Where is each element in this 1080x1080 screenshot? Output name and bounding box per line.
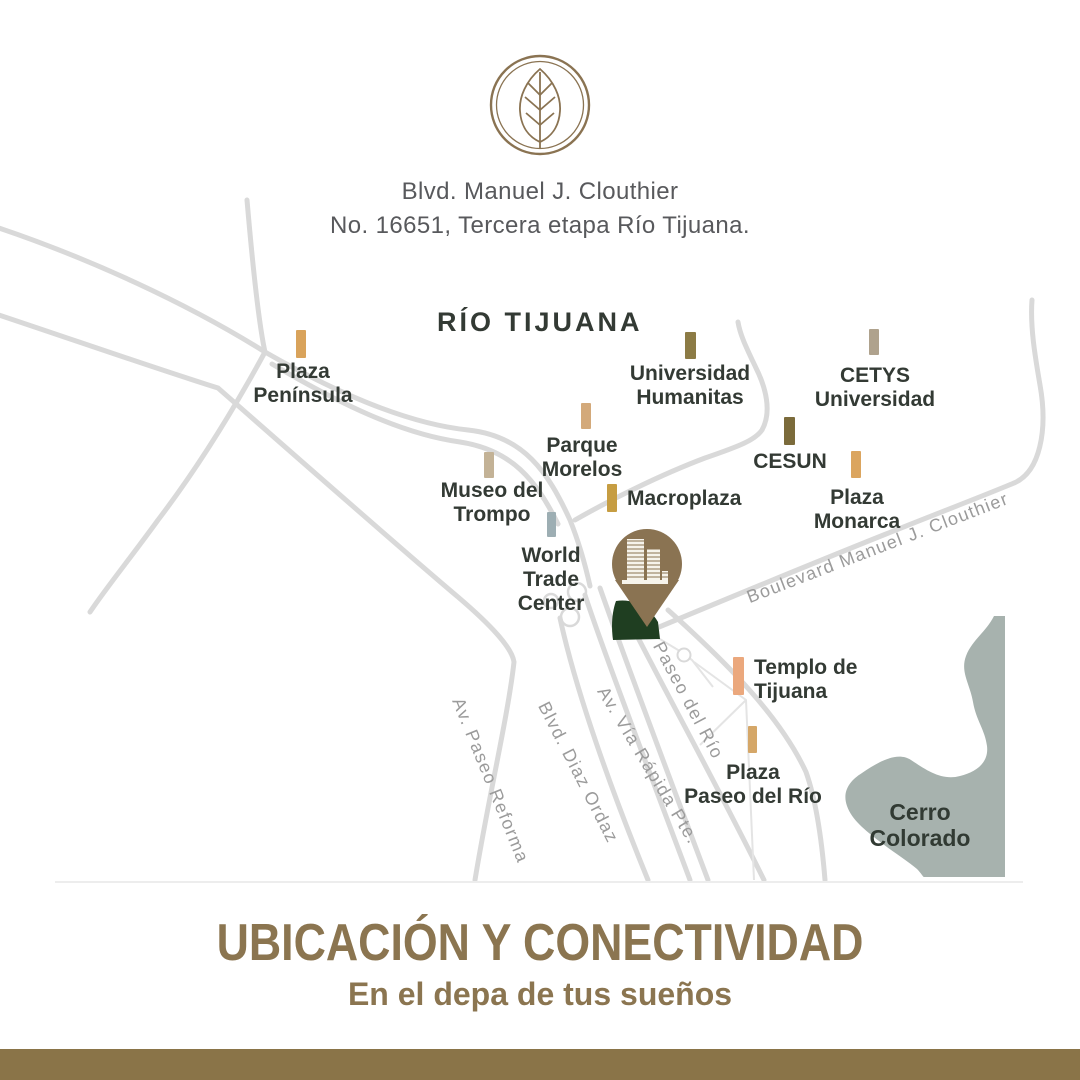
footer-subtitle: En el depa de tus sueños (347, 976, 733, 1012)
poi-marker-plaza-monarca (851, 451, 861, 478)
road-path (244, 197, 268, 355)
poi-label-macroplaza: Macroplaza (627, 487, 742, 510)
road-path (665, 607, 828, 883)
roundabout-node (676, 647, 692, 663)
interchange-loops (542, 581, 588, 628)
poi-label-templo-de-tijuana: Templo de Tijuana (754, 656, 858, 703)
region-label-rio-tijuana: RÍO TIJUANA (437, 307, 643, 337)
poi-marker-museo-del-trompo (484, 452, 494, 478)
road-path (262, 349, 593, 589)
road-path (649, 480, 1017, 633)
road-path (557, 615, 651, 883)
terrain-cerro-colorado (845, 616, 1005, 877)
road-path (0, 312, 517, 883)
poi-label-world-trade-center: World Trade Center (517, 544, 585, 615)
road-path (597, 585, 711, 883)
poi-marker-world-trade-center (547, 512, 556, 537)
road-path (625, 615, 767, 883)
poi-marker-plaza-paseo-del-rio (748, 726, 757, 753)
poi-label-plaza-monarca: Plaza Monarca (813, 486, 901, 533)
poi-label-cesun: CESUN (753, 450, 827, 473)
brand-leaf-logo (489, 54, 591, 156)
road-path (572, 319, 770, 523)
poi-marker-universidad-humanitas (685, 332, 696, 359)
footer-title: UBICACIÓN Y CONECTIVIDAD (216, 914, 864, 972)
address-line-1: Blvd. Manuel J. Clouthier (401, 178, 679, 205)
road-path-thin (699, 699, 747, 746)
logo-outer-ring (489, 54, 591, 156)
poi-label-plaza-paseo-del-rio: Plaza Paseo del Río (684, 761, 822, 808)
road-path (1011, 297, 1046, 486)
poi-label-plaza-peninsula: Plaza Península (253, 360, 353, 407)
building-towers-icon (622, 539, 668, 584)
poi-marker-cesun (784, 417, 795, 445)
road-network (0, 197, 1046, 883)
poi-label-parque-morelos: Parque Morelos (541, 434, 623, 481)
poi-marker-cetys-universidad (869, 329, 879, 355)
footer-accent-bar (0, 1049, 1080, 1080)
logo-inner-ring (495, 60, 585, 150)
poi-marker-templo-de-tijuana (733, 657, 744, 695)
map-graphic (0, 197, 1046, 883)
road-path (0, 225, 268, 355)
poi-label-museo-del-trompo: Museo del Trompo (440, 479, 544, 526)
poi-label-cetys-universidad: CETYS Universidad (814, 364, 936, 411)
road-path (269, 361, 561, 527)
poi-label-universidad-humanitas: Universidad Humanitas (629, 362, 751, 409)
road-path (582, 592, 693, 883)
map-card-bottom-edge (55, 881, 1023, 883)
address-line-2: No. 16651, Tercera etapa Río Tijuana. (330, 212, 750, 239)
poi-marker-macroplaza (607, 484, 617, 512)
site-location-pin (612, 529, 682, 627)
poi-marker-plaza-peninsula (296, 330, 306, 358)
leaf-icon (519, 67, 561, 148)
terrain-label-cerro-colorado: Cerro Colorado (869, 799, 971, 851)
location-map: RÍO TIJUANA Plaza Península Universidad … (0, 197, 1046, 883)
poi-marker-parque-morelos (581, 403, 591, 429)
